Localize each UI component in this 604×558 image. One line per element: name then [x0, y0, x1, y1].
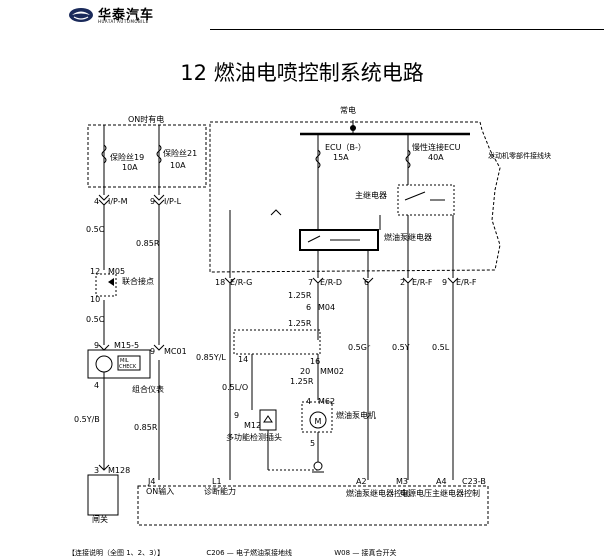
label-fuse21: 保险丝21	[163, 148, 197, 158]
label-wire-125r-2: 1.25R	[288, 319, 312, 328]
label-diag-func: 诊断能力	[204, 486, 236, 496]
label-m04: M04	[318, 303, 335, 312]
label-engine-parts: 发动机零部件接线块	[488, 151, 551, 160]
label-main-relay-ctrl: 主继电器控制	[432, 488, 480, 498]
label-j4: J4	[147, 477, 155, 486]
label-erf2: E/R-F	[456, 278, 477, 287]
engine-junction-block	[209, 121, 501, 273]
label-on-input: ON输入	[146, 486, 174, 496]
label-wire-125r-1: 1.25R	[288, 291, 312, 300]
label-c23b: C23-B	[462, 477, 486, 486]
switch-box	[87, 474, 119, 516]
label-fuse19: 保险丝19	[110, 152, 144, 162]
label-diag-connector: 多功能检测插头	[226, 432, 282, 442]
label-erf1: E/R-F	[412, 278, 433, 287]
label-fuse19-amp: 10A	[122, 163, 138, 172]
ecu-box	[137, 485, 489, 526]
label-normal-power: 常电	[340, 105, 356, 115]
page-title: 12 燃油电喷控制系统电路	[180, 61, 424, 85]
label-erd: E/R-D	[320, 278, 342, 287]
label-m128-num: 3	[94, 466, 99, 475]
label-a2: A2	[356, 477, 367, 486]
label-mm02: MM02	[320, 367, 344, 376]
label-ecu-b: ECU（B-）	[325, 143, 366, 152]
label-fuel-pump-relay: 燃油泵继电器	[384, 232, 432, 242]
label-m62: M62	[318, 397, 335, 406]
label-m04-num: 6	[306, 303, 311, 312]
label-wire-05y: 0.5Y	[392, 343, 410, 352]
label-slow-ecu-amp: 40A	[428, 153, 444, 162]
label-pin6: 6	[364, 278, 369, 287]
label-m62-num: 4	[306, 397, 311, 406]
brand-subtitle: HUATAI AUTOMOBILE	[98, 19, 149, 24]
label-power-voltage: 电源电压	[400, 488, 432, 498]
label-wire-085r-2: 0.85R	[134, 423, 158, 432]
label-ipl: I/P-L	[164, 197, 182, 206]
label-pin16: 16	[310, 357, 320, 366]
label-l1: L1	[212, 477, 222, 486]
label-m05-num-bot: 10	[90, 295, 100, 304]
label-m15-num-bot: 4	[94, 381, 99, 390]
brand-name: 华泰汽车	[98, 8, 155, 23]
label-main-relay: 主继电器	[355, 190, 387, 200]
label-erg: E/R-G	[230, 278, 252, 287]
label-wire-05l: 0.5L	[432, 343, 450, 352]
label-m15: M15-5	[114, 341, 139, 350]
label-gate: 闸关	[92, 514, 108, 524]
label-wire-05o-2: 0.5O	[86, 315, 105, 324]
label-pin18: 18	[215, 278, 225, 287]
label-a4: A4	[436, 477, 447, 486]
label-cluster: 组合仪表	[132, 384, 164, 394]
label-check: CHECK	[119, 364, 137, 370]
header-rule	[210, 29, 604, 30]
label-pin2: 2	[400, 278, 405, 287]
label-fuel-pump-relay-ctrl: 燃油泵继电器控制	[346, 488, 410, 498]
label-pin14: 14	[238, 355, 248, 364]
footer-item-3: W08 — 接真合开关	[334, 549, 397, 557]
huatai-logo-icon	[69, 8, 93, 22]
label-wire-05gr: 0.5Gr	[348, 343, 371, 352]
footer-notes: 【连接说明（全图 1、2、3）】 C206 — 电子燃油泵接地线 W08 — 接…	[68, 548, 437, 558]
label-pin9b: 9	[442, 278, 447, 287]
label-wire-085yl: 0.85Y/L	[196, 353, 226, 362]
footer-item-2: C206 — 电子燃油泵接地线	[206, 549, 293, 557]
label-joint-connector: 联合接点	[122, 276, 154, 286]
label-m12: M12	[244, 421, 261, 430]
label-pin9: 9	[150, 197, 155, 206]
label-fuel-pump-motor: 燃油泵电机	[336, 410, 376, 420]
label-on-power: ON时有电	[128, 114, 164, 124]
label-mm02-num: 20	[300, 367, 310, 376]
label-mil: MIL	[120, 358, 129, 364]
label-mc01-num: 9	[150, 347, 155, 356]
label-wire-05lo: 0.5L/O	[222, 383, 248, 392]
label-m12-num: 9	[234, 411, 239, 420]
label-m15-num: 9	[94, 341, 99, 350]
label-pin4: 4	[94, 197, 99, 206]
label-wire-05o-1: 0.5O	[86, 225, 105, 234]
label-wire-125r-3: 1.25R	[290, 377, 314, 386]
svg-text:M: M	[315, 417, 322, 426]
label-fuse21-amp: 10A	[170, 161, 186, 170]
label-wire-05yb: 0.5Y/B	[74, 415, 100, 424]
label-m05-num: 12	[90, 267, 100, 276]
label-pin5: 5	[310, 439, 315, 448]
label-ecu-b-amp: 15A	[333, 153, 349, 162]
label-slow-ecu: 慢性连接ECU	[412, 142, 461, 152]
label-wire-085r-1: 0.85R	[136, 239, 160, 248]
label-m05: M05	[108, 267, 125, 276]
label-pin7: 7	[308, 278, 313, 287]
label-ipm: I/P-M	[108, 197, 128, 206]
label-m3: M3	[396, 477, 408, 486]
footer-item-1: 【连接说明（全图 1、2、3）】	[68, 549, 165, 557]
label-m128: M128	[108, 466, 130, 475]
label-mc01: MC01	[164, 347, 187, 356]
